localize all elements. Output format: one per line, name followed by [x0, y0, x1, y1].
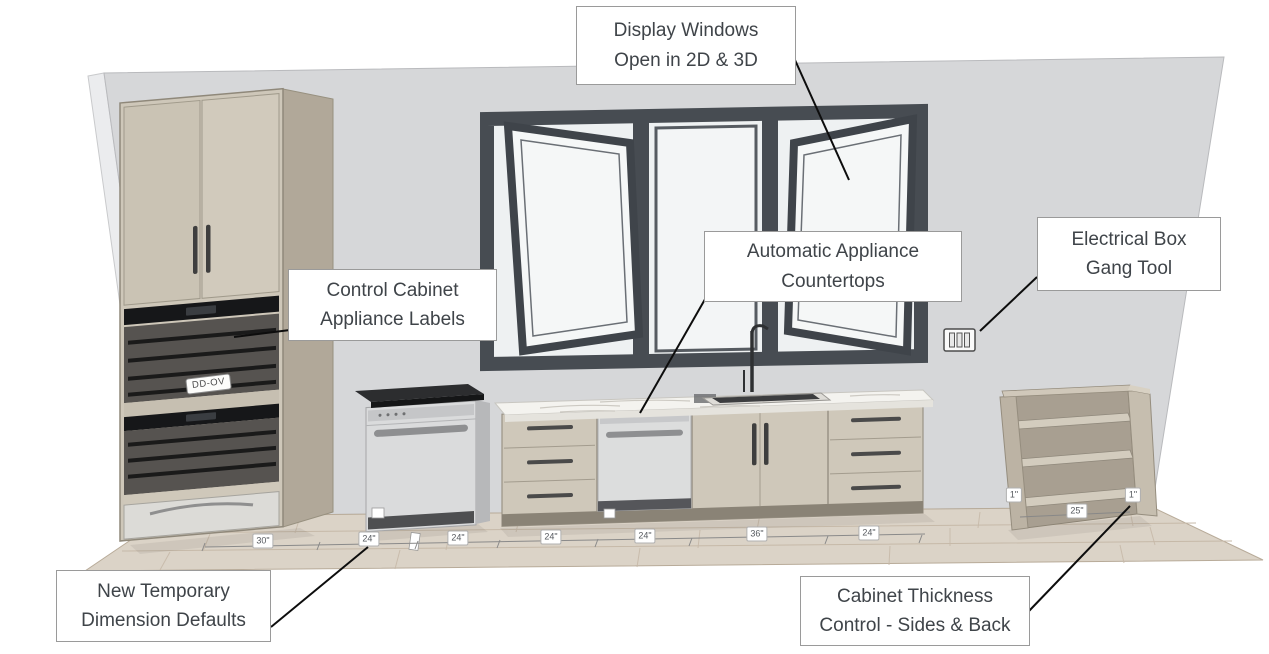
callout-line: Cabinet Thickness — [837, 585, 993, 607]
dishwasher-builtin — [597, 408, 692, 512]
dimension-label: 24" — [447, 530, 469, 546]
leader-display-windows — [794, 59, 850, 181]
drawer-handle — [527, 459, 573, 465]
callout-line: Control - Sides & Back — [819, 615, 1011, 636]
callout-line: Appliance Labels — [320, 309, 465, 330]
leader-lines — [233, 59, 1131, 628]
dimension-label: 24" — [358, 531, 380, 547]
upper-door-right — [201, 93, 280, 299]
kick-plate — [502, 500, 923, 527]
leader-cabinet-thickness — [1028, 505, 1131, 612]
spec-tags — [371, 507, 616, 551]
leader-dimension-defaults — [270, 546, 369, 628]
callout-line: Electrical Box — [1071, 228, 1187, 250]
open-base-cabinet — [999, 384, 1158, 531]
callout-line: New Temporary — [97, 580, 230, 602]
upper-door-left — [123, 99, 201, 306]
door-handle — [752, 423, 757, 466]
dimension-label: 24" — [634, 528, 656, 544]
dimension-label: 36" — [746, 526, 768, 542]
dishwasher-handle — [374, 424, 468, 437]
callout-line: Dimension Defaults — [81, 610, 246, 631]
faucet — [743, 324, 769, 392]
callout-cabinet-thickness: Cabinet Thickness Control - Sides & Back — [800, 576, 1030, 646]
callout-electrical-box: Electrical Box Gang Tool — [1037, 217, 1221, 291]
callout-line: Gang Tool — [1085, 258, 1173, 279]
leader-control-cabinet — [233, 329, 291, 338]
callout-line: Display Windows — [613, 20, 759, 42]
dimension-lines — [201, 533, 926, 552]
base-cabinets — [501, 400, 924, 527]
dishwasher-handle — [606, 429, 683, 438]
drawer-handle — [851, 484, 901, 491]
dishwasher-top — [355, 384, 484, 402]
dishwasher-kick — [368, 511, 474, 530]
callout-line: Control Cabinet — [326, 279, 459, 301]
dimension-label: 1" — [1005, 487, 1023, 503]
callout-control-cabinet: Control Cabinet Appliance Labels — [288, 269, 497, 341]
drawer-handle — [527, 425, 573, 431]
door-handle — [206, 224, 211, 273]
drawer-handle — [851, 450, 901, 457]
callout-dimension-defaults: New Temporary Dimension Defaults — [56, 570, 271, 642]
dishwasher-controls — [368, 404, 474, 422]
callout-line: Open in 2D & 3D — [614, 49, 758, 71]
dishwasher-freestanding — [355, 384, 490, 533]
dimension-label: 24" — [540, 529, 562, 545]
callout-display-windows: Display Windows Open in 2D & 3D — [576, 6, 796, 85]
drawer-handle — [851, 416, 901, 423]
callout-automatic-countertops: Automatic Appliance Countertops — [704, 231, 962, 302]
drawer-handle — [527, 493, 573, 499]
door-handle — [764, 422, 769, 465]
electrical-box — [943, 328, 976, 352]
dimension-label: 25" — [1066, 503, 1088, 519]
leader-automatic-countertops — [639, 293, 709, 414]
leader-electrical-box — [979, 276, 1038, 332]
dimension-label: 30" — [252, 533, 274, 549]
window-open-sash-left — [503, 121, 644, 356]
dimension-label: 1" — [1124, 487, 1142, 503]
dimension-label: 24" — [858, 525, 880, 541]
sink — [694, 324, 832, 406]
callout-line: Automatic Appliance — [746, 241, 920, 263]
door-handle — [193, 225, 198, 274]
callout-line: Countertops — [781, 270, 885, 292]
